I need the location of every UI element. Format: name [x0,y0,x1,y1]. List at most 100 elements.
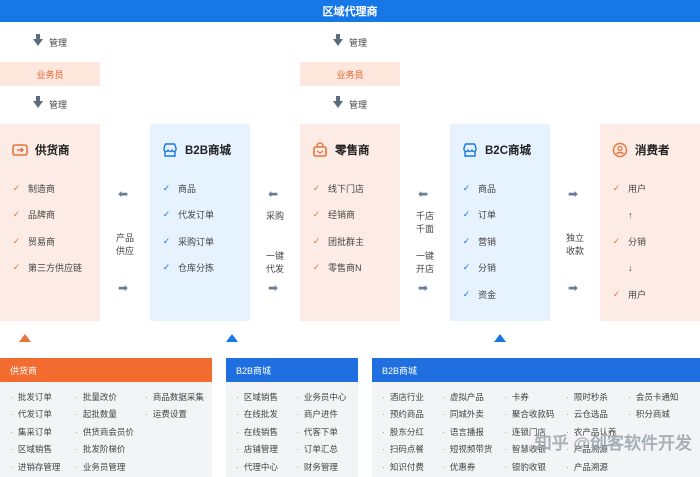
bullet-icon: · [382,409,385,420]
bullet-icon: · [504,461,507,472]
connector-text: 千店 [415,211,434,221]
feature-cell: ·股东分红 [382,424,442,439]
bullet-icon: · [628,409,631,420]
feature-label: 商品数据采集 [152,391,204,402]
feature-label: 积分商城 [635,409,670,420]
connector-label-2: 一键开店 [400,250,450,276]
manage-label: 管理 [49,100,68,110]
feature-label: 区域销售 [17,444,52,455]
connector-label: 独立收款 [550,232,600,258]
arrow-right-icon: ➡ [268,281,279,295]
feature-label: 产品溯源 [573,444,608,455]
bullet-icon: · [236,444,239,455]
connector-text: 代发 [265,264,284,274]
retailer-column: 零售商 ✓线下门店 ✓经销商 ✓团批群主 ✓零售商N [300,124,400,321]
check-icon: ✓ [312,262,321,273]
feature-cell: ·在线销售 [236,424,296,439]
feature-label: 扫码点餐 [389,444,424,455]
feature-cell: ·卡券 [504,389,566,404]
retailer-title: 零售商 [312,142,400,158]
arrow-right-icon: ➡ [568,187,579,201]
arrow-up-icon: ↑ [628,209,633,220]
feature-cell: ·订单汇总 [296,442,358,457]
check-icon: ✓ [462,288,471,299]
manage-arrow-mid-bottom: 管理 [333,96,367,111]
check-icon: ✓ [462,262,471,273]
bullet-icon: · [145,391,148,402]
arrow-down-icon [333,96,343,108]
item-label: 线下门店 [328,183,365,194]
feature-label: 虚拟产品 [449,391,484,402]
list-item: ✓第三方供应链 [12,255,100,282]
item-label: 仓库分拣 [178,263,215,274]
column-title: 零售商 [335,145,370,157]
list-item: ✓采购订单 [162,228,250,255]
list-item: ✓制造商 [12,175,100,202]
arrow-down-icon [33,34,43,46]
panel-title: B2B商城 [382,365,418,376]
feature-cell: ·业务员管理 [75,459,145,474]
feature-label: 云仓选品 [573,409,608,420]
b2b-feature-panel: B2B商城 ·区域销售 ·业务员中心 ·在线批发 ·商户进件 ·在线销售 ·代客… [226,358,358,477]
feature-cell: ·短视频带货 [442,442,504,457]
bullet-icon: · [145,409,148,420]
bullet-icon: · [442,426,445,437]
feature-cell: · 扫码点餐 [382,442,442,457]
check-icon: ✓ [312,235,321,246]
arrow-right-icon: ➡ [118,281,129,295]
feature-cell: ·智慧收银 [504,442,566,457]
bullet-icon: · [10,409,13,420]
salesperson-bar-left: 业务员 [0,62,100,86]
list-item: ✓贸易商 [12,228,100,255]
feature-label: 预约商品 [389,409,424,420]
feature-label: 产品溯源 [573,461,608,472]
bullet-icon: · [382,444,385,455]
store-icon [162,142,178,158]
column-title: B2C商城 [485,145,532,157]
connector-purchase: ⬅ 采购 一键代发 ➡ [250,124,300,321]
list-item: ✓用户 [612,175,700,202]
feature-cell: ·同城外卖 [442,407,504,422]
panel-body: ·区域销售 ·业务员中心 ·在线批发 ·商户进件 ·在线销售 ·代客下单 ·店铺… [226,382,358,477]
item-label: 分销 [478,263,497,274]
bullet-icon: · [296,426,299,437]
feature-label: 进销存管理 [17,461,61,472]
feature-label: 聚合收款码 [511,409,555,420]
check-icon: ✓ [162,235,171,246]
list-item: ↑ [612,202,700,229]
feature-cell: ·酒店行业 [382,389,442,404]
supplier-feature-panel: 供货商 ·批发订单 ·批量改价 ·商品数据采集 ·代发订单 ·起批数量 ·运费设… [0,358,212,477]
check-icon: ✓ [462,182,471,193]
check-icon: ✓ [12,182,21,193]
feature-label: 集采订单 [17,426,52,437]
bullet-icon: · [442,444,445,455]
bullet-icon: · [75,426,78,437]
list-item: ✓经销商 [312,202,400,229]
arrow-left-icon: ⬅ [118,187,129,201]
manage-arrow-left-top: 管理 [33,34,67,49]
list-item: ✓品牌商 [12,202,100,229]
feature-cell: ·店铺管理 [236,442,296,457]
item-label: 第三方供应链 [28,263,83,274]
panel-body: ·酒店行业 ·虚拟产品 ·卡券 ·限时秒杀 ·会员卡通知 ·预约商品 ·同城外卖… [372,382,700,477]
feature-cell: ·代客下单 [296,424,358,439]
feature-label: 知识付费 [389,461,424,472]
item-label: 订单 [478,210,497,221]
list-item: ✓订单 [462,202,550,229]
connector-store: ⬅ 千店千面 一键开店 ➡ [400,124,450,321]
feature-cell: ·语言播报 [442,424,504,439]
check-icon: ✓ [162,262,171,273]
item-label: 商品 [178,183,197,194]
feature-label: 订单汇总 [303,444,338,455]
bullet-icon: · [566,409,569,420]
feature-label: 批发阶梯价 [82,444,126,455]
check-icon: ✓ [612,288,621,299]
list-item: ✓用户 [612,281,700,308]
list-item: ✓分销 [612,228,700,255]
feature-cell: ·供货商会员价 [75,424,145,439]
arrow-right-icon: ➡ [568,281,579,295]
list-item: ✓代发订单 [162,202,250,229]
salesperson-label: 业务员 [36,69,64,80]
item-label: 零售商N [328,263,362,274]
feature-cell: ·财务管理 [296,459,358,474]
